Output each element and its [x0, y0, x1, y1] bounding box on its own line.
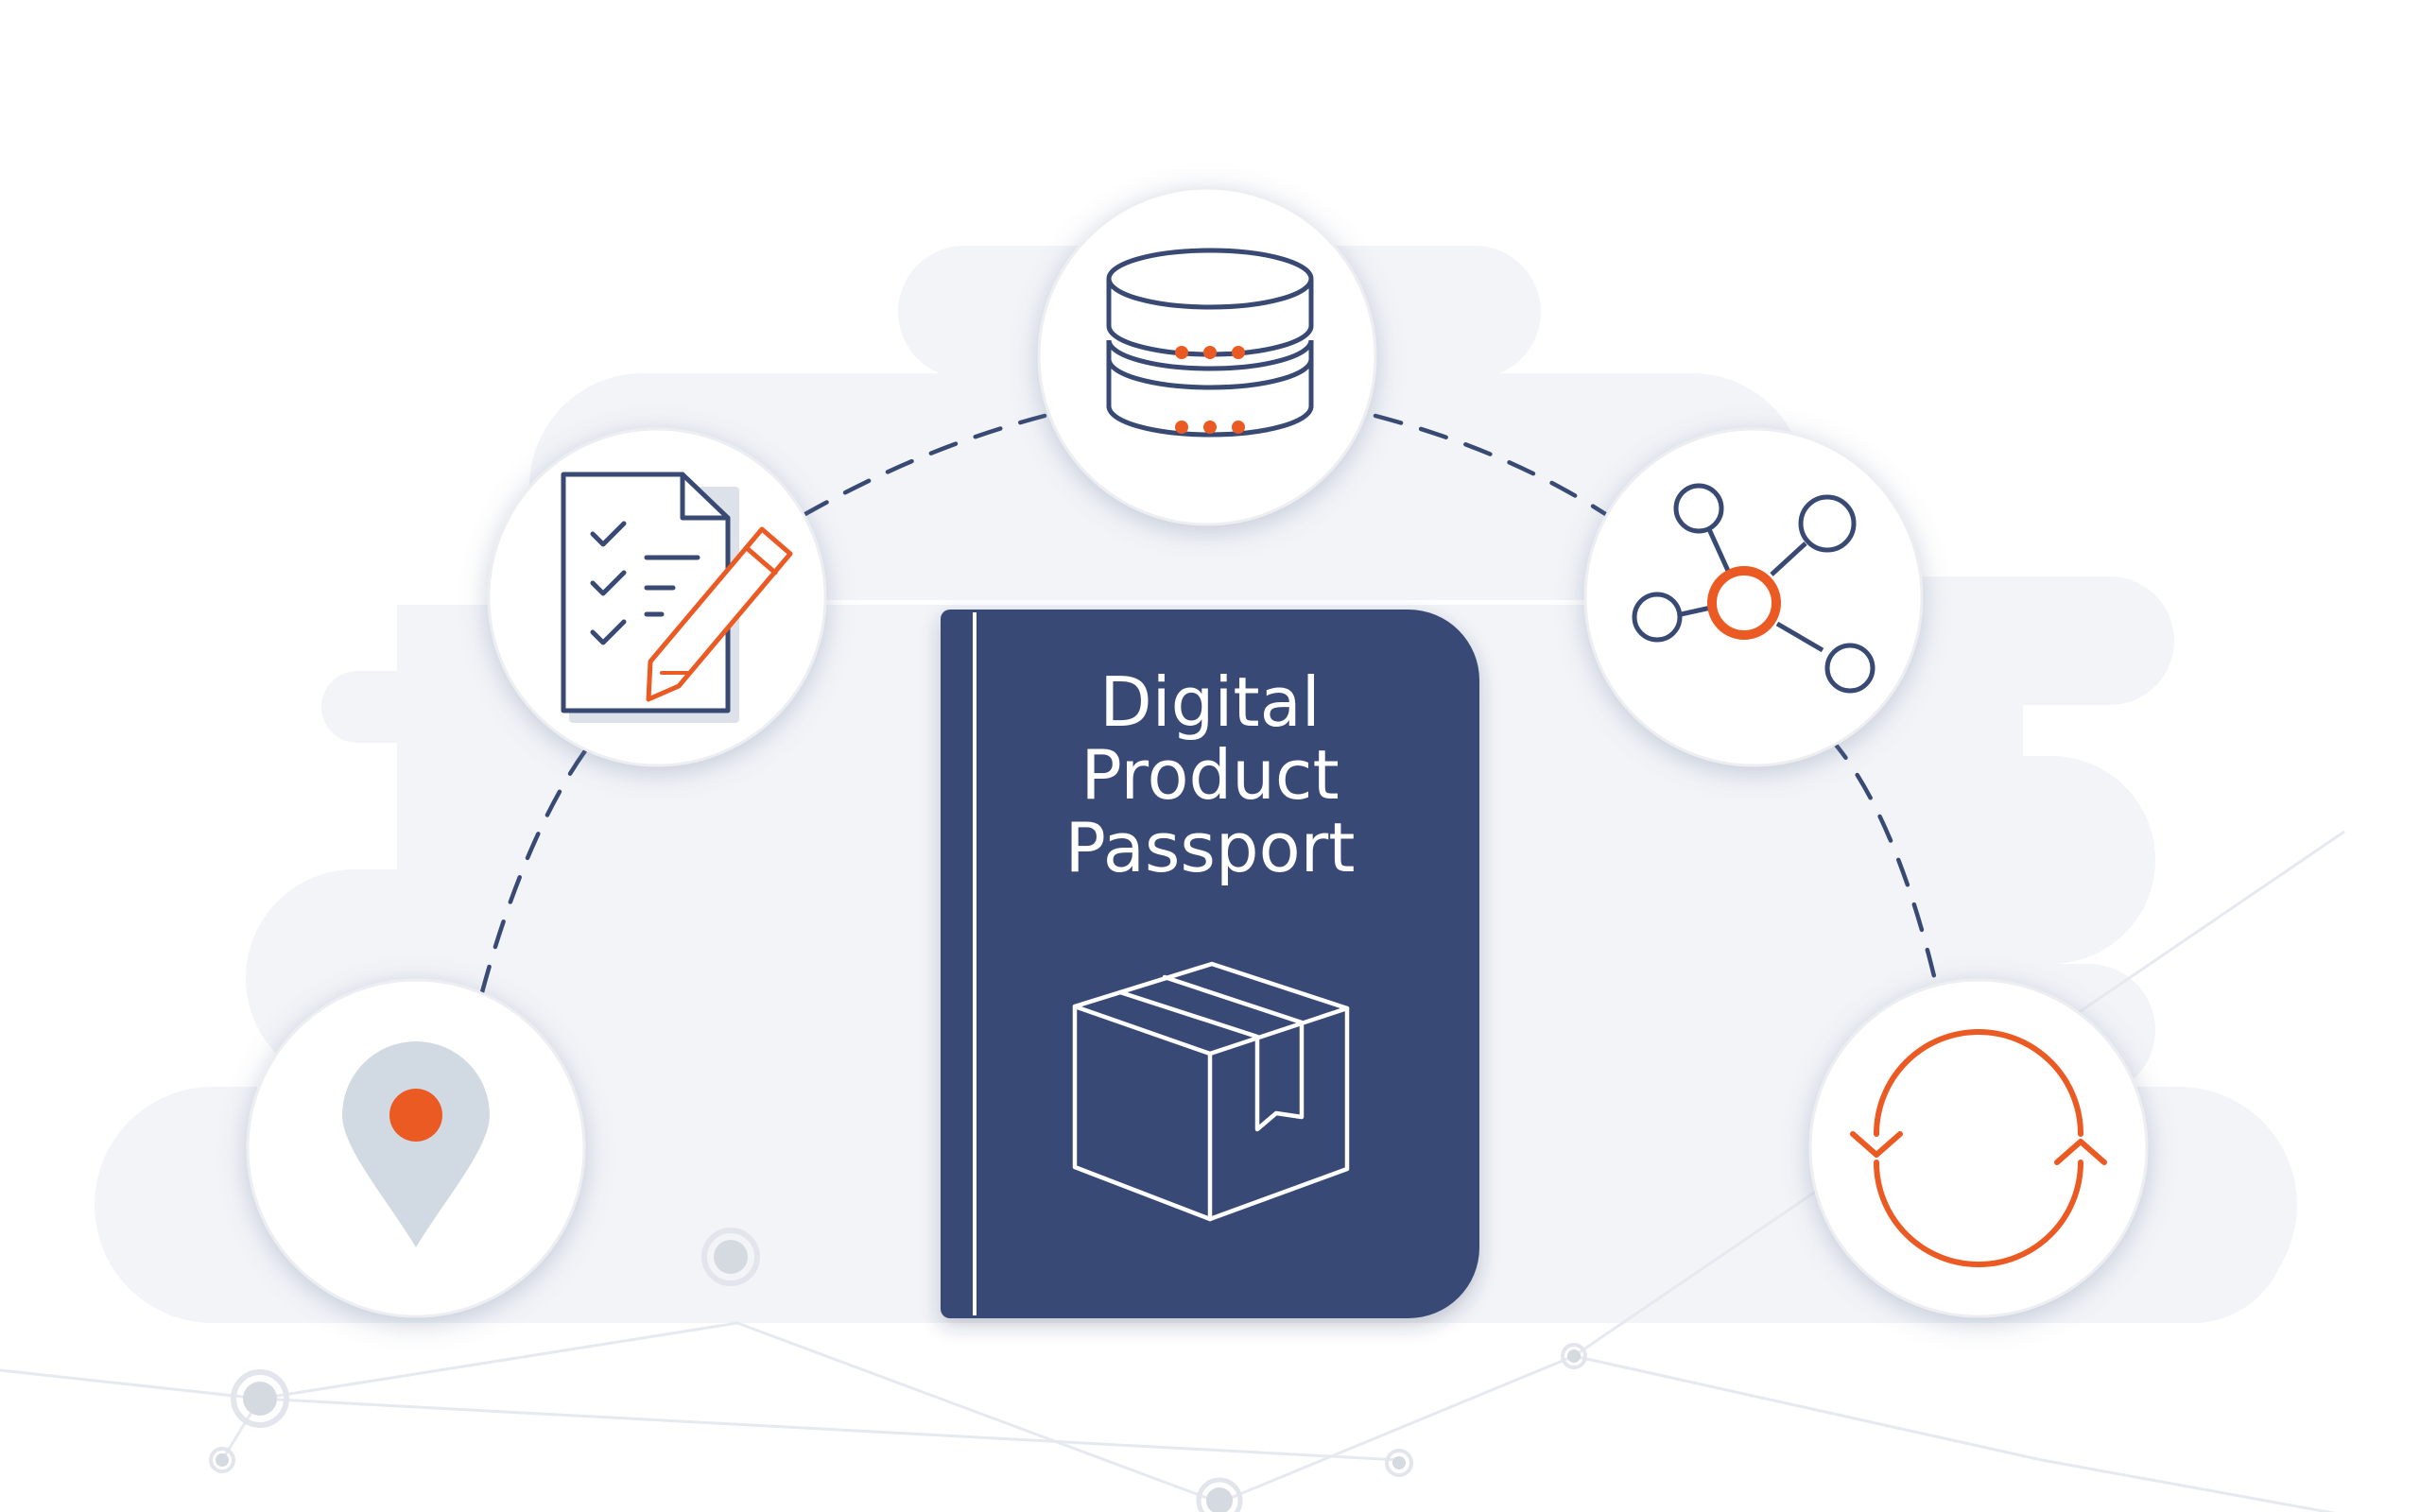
network-nodes-icon: [1632, 483, 1876, 694]
passport-title: Digital Product Passport: [1065, 662, 1356, 887]
location-pin-icon: [342, 1041, 490, 1247]
database-server-icon: [1106, 248, 1314, 438]
decor-dot: [209, 1447, 235, 1473]
network-node: [1583, 427, 1924, 767]
refresh-cycle-icon: [1850, 1029, 2107, 1267]
decor-dot: [1385, 1449, 1413, 1477]
decor-dot: [1561, 1343, 1587, 1369]
passport-title-line-1: Digital: [1099, 662, 1321, 742]
package-box-icon: [1072, 961, 1350, 1222]
decor-dot: [231, 1369, 289, 1428]
dashed-connection-arc: [479, 413, 1941, 995]
cycle-node: [1808, 978, 2149, 1318]
decor-dot: [1196, 1477, 1243, 1512]
passport-title-line-2: Product: [1080, 735, 1339, 815]
decor-dot: [701, 1228, 760, 1286]
background-dots: [209, 1228, 1587, 1512]
passport-title-line-3: Passport: [1065, 808, 1356, 887]
checklist-document-icon: [561, 472, 793, 723]
